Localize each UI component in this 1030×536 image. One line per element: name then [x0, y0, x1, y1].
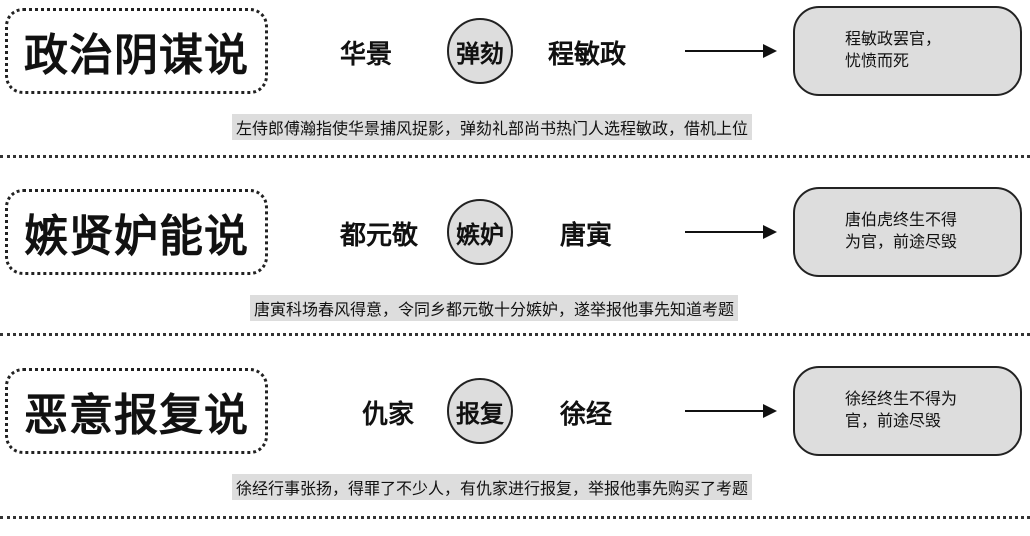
caption: 左侍郎傅瀚指使华景捕风捉影，弹劾礼部尚书热门人选程敏政，借机上位 [232, 114, 753, 140]
caption: 徐经行事张扬，得罪了不少人，有仇家进行报复，举报他事先购买了考题 [232, 474, 753, 500]
actor-name: 仇家 [362, 400, 415, 430]
theory-row-2: 嫉贤妒能说 都元敬 嫉妒 唐寅 唐伯虎终生不得 为官，前途尽毁 唐寅科场春风得意… [0, 187, 1030, 357]
action-circle: 弹劾 [447, 18, 513, 84]
divider [0, 155, 1030, 158]
actor-name: 都元敬 [340, 221, 419, 251]
caption: 唐寅科场春风得意，令同乡都元敬十分嫉妒，遂举报他事先知道考题 [250, 295, 739, 321]
divider [0, 516, 1030, 519]
divider [0, 333, 1030, 336]
result-box: 程敏政罢官， 忧愤而死 [793, 6, 1022, 96]
theory-title: 嫉贤妒能说 [5, 189, 268, 275]
arrow-icon [685, 404, 777, 418]
theory-title: 恶意报复说 [5, 368, 268, 454]
action-circle: 嫉妒 [447, 199, 513, 265]
target-name: 程敏政 [548, 40, 627, 70]
arrow-icon [685, 225, 777, 239]
target-name: 徐经 [560, 400, 613, 430]
result-box: 唐伯虎终生不得 为官，前途尽毁 [793, 187, 1022, 277]
theory-row-1: 政治阴谋说 华景 弹劾 程敏政 程敏政罢官， 忧愤而死 左侍郎傅瀚指使华景捕风捉… [0, 6, 1030, 176]
arrow-icon [685, 44, 777, 58]
theory-title: 政治阴谋说 [5, 8, 268, 94]
theory-row-3: 恶意报复说 仇家 报复 徐经 徐经终生不得为 官，前途尽毁 徐经行事张扬，得罪了… [0, 366, 1030, 536]
action-circle: 报复 [447, 378, 513, 444]
target-name: 唐寅 [560, 221, 613, 251]
actor-name: 华景 [340, 40, 393, 70]
result-box: 徐经终生不得为 官，前途尽毁 [793, 366, 1022, 456]
